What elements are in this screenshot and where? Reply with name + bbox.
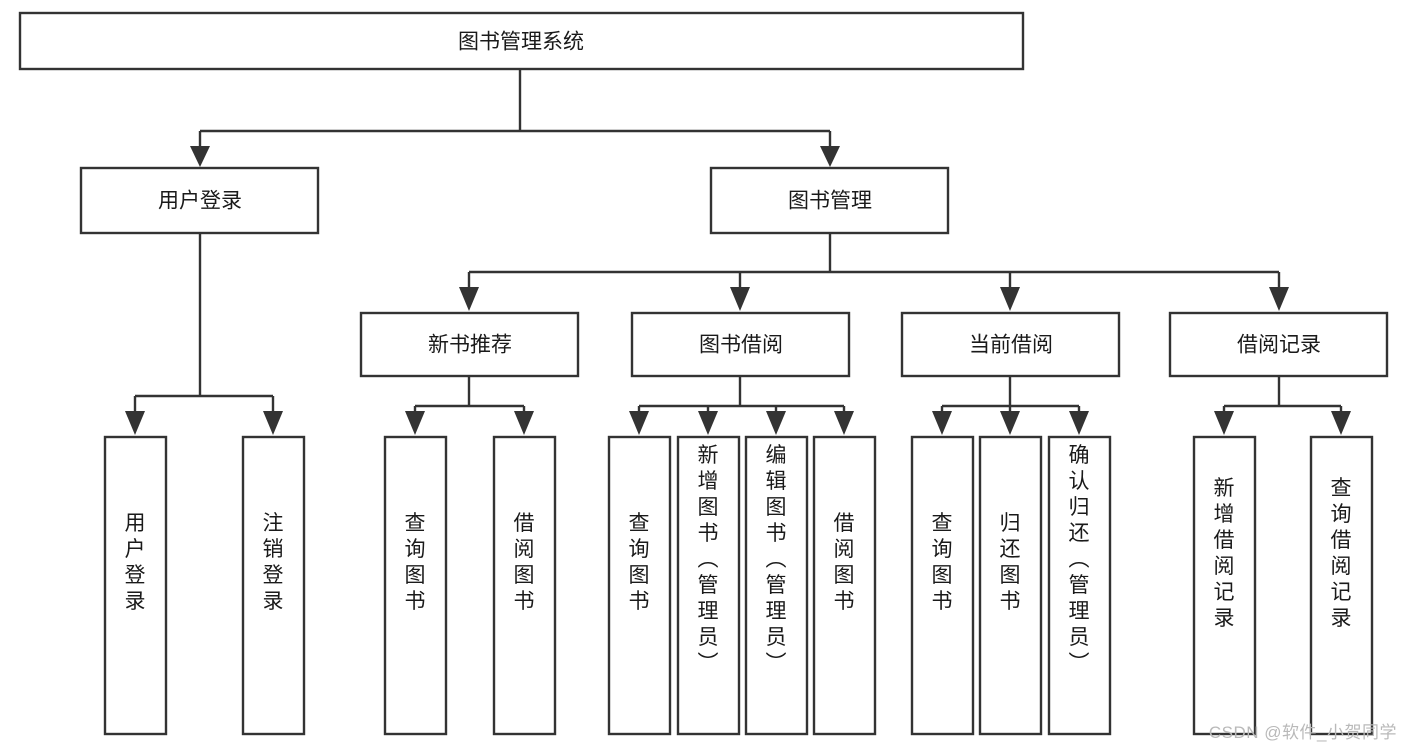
arrow-to-leaf-add-record [1214, 411, 1234, 435]
arrow-to-leaf-confirm-return [1069, 411, 1089, 435]
leaf-user-login-box[interactable] [103, 435, 168, 736]
node-book-borrow-box[interactable] [630, 311, 851, 378]
arrow-to-book-manage [820, 146, 840, 167]
node-user-login-box[interactable] [79, 166, 320, 235]
node-root[interactable]: 图书管理系统 [18, 11, 1025, 71]
arrow-to-new-book-recommend [459, 287, 479, 311]
connector-layer [125, 69, 1351, 435]
leaf-confirm-return-label: 确认归还︵管理员︶ [1069, 444, 1090, 675]
leaf-return-book[interactable]: 归还图书 [978, 435, 1043, 736]
leaf-add-book[interactable]: 新增图书︵管理员︶ [676, 435, 741, 736]
leaf-query-book-2-label: 查询图书 [629, 512, 650, 613]
node-new-book-recommend[interactable]: 新书推荐 [359, 311, 580, 378]
node-book-manage-label: 图书管理 [788, 190, 872, 213]
node-user-login-label: 用户登录 [158, 190, 242, 213]
node-new-book-recommend-box[interactable] [359, 311, 580, 378]
leaf-query-book-2[interactable]: 查询图书 [607, 435, 672, 736]
leaf-query-book-1[interactable]: 查询图书 [383, 435, 448, 736]
node-borrow-record-box[interactable] [1168, 311, 1389, 378]
arrow-to-user-login [190, 146, 210, 167]
leaf-query-book-1-box[interactable] [383, 435, 448, 736]
arrow-to-current-borrow [1000, 287, 1020, 311]
arrow-to-leaf-user-logout [263, 411, 283, 435]
leaf-add-record[interactable]: 新增借阅记录 [1192, 435, 1257, 736]
leaf-borrow-book-2-box[interactable] [812, 435, 877, 736]
leaf-borrow-book-1-box[interactable] [492, 435, 557, 736]
leaf-query-record-box[interactable] [1309, 435, 1374, 736]
node-current-borrow-box[interactable] [900, 311, 1121, 378]
leaf-user-logout-box[interactable] [241, 435, 306, 736]
connector-userlogin-to-leaves [133, 233, 275, 415]
leaf-query-book-3[interactable]: 查询图书 [910, 435, 975, 736]
arrow-to-leaf-edit-book [766, 411, 786, 435]
node-root-box[interactable] [18, 11, 1025, 71]
node-book-manage-box[interactable] [709, 166, 950, 235]
connector-bookborrow-to-leaves [637, 376, 846, 415]
leaf-user-logout-label: 注销登录 [263, 512, 284, 613]
connector-bookmanage-to-level3 [467, 233, 1281, 291]
arrow-to-leaf-add-book [698, 411, 718, 435]
leaf-query-book-3-box[interactable] [910, 435, 975, 736]
arrow-to-borrow-record [1269, 287, 1289, 311]
leaf-edit-book-label: 编辑图书︵管理员︶ [766, 444, 787, 675]
leaf-add-book-box[interactable] [676, 435, 741, 736]
connector-currentborrow-to-leaves [940, 376, 1081, 415]
leaf-user-login[interactable]: 用户登录 [103, 435, 168, 736]
leaf-borrow-book-2[interactable]: 借阅图书 [812, 435, 877, 736]
leaf-borrow-book-1-label: 借阅图书 [514, 512, 535, 613]
arrow-to-leaf-user-login [125, 411, 145, 435]
connector-root-to-level2 [198, 69, 832, 150]
leaf-return-book-label: 归还图书 [1000, 512, 1021, 613]
arrow-to-leaf-query-book-1 [405, 411, 425, 435]
leaf-query-book-3-label: 查询图书 [932, 512, 953, 613]
node-book-manage[interactable]: 图书管理 [709, 166, 950, 235]
node-book-borrow-label: 图书借阅 [699, 334, 783, 357]
leaf-query-book-1-label: 查询图书 [405, 512, 426, 613]
connector-borrowrecord-to-leaves [1222, 376, 1343, 415]
node-user-login[interactable]: 用户登录 [79, 166, 320, 235]
leaf-add-record-label: 新增借阅记录 [1214, 477, 1235, 630]
node-root-label: 图书管理系统 [458, 31, 584, 54]
leaf-query-record-label: 查询借阅记录 [1331, 477, 1352, 630]
csdn-watermark: CSDN @软件_小贺同学 [1208, 723, 1397, 742]
leaf-confirm-return[interactable]: 确认归还︵管理员︶ [1047, 435, 1112, 736]
leaf-edit-book[interactable]: 编辑图书︵管理员︶ [744, 435, 809, 736]
node-borrow-record[interactable]: 借阅记录 [1168, 311, 1389, 378]
leaf-user-logout[interactable]: 注销登录 [241, 435, 306, 736]
leaf-confirm-return-box[interactable] [1047, 435, 1112, 736]
leaf-query-book-2-box[interactable] [607, 435, 672, 736]
leaf-user-login-label: 用户登录 [125, 512, 146, 613]
leaf-add-record-box[interactable] [1192, 435, 1257, 736]
leaf-edit-book-box[interactable] [744, 435, 809, 736]
leaf-add-book-label: 新增图书︵管理员︶ [698, 444, 719, 675]
leaf-borrow-book-2-label: 借阅图书 [834, 512, 855, 613]
leaf-query-record[interactable]: 查询借阅记录 [1309, 435, 1374, 736]
leaf-return-book-box[interactable] [978, 435, 1043, 736]
arrow-to-leaf-borrow-book-2 [834, 411, 854, 435]
node-borrow-record-label: 借阅记录 [1237, 334, 1321, 357]
connector-recommend-to-leaves [413, 376, 526, 415]
node-current-borrow[interactable]: 当前借阅 [900, 311, 1121, 378]
arrow-to-leaf-query-book-3 [932, 411, 952, 435]
arrow-to-leaf-borrow-book-1 [514, 411, 534, 435]
arrow-to-leaf-query-record [1331, 411, 1351, 435]
arrow-to-leaf-return-book [1000, 411, 1020, 435]
node-book-borrow[interactable]: 图书借阅 [630, 311, 851, 378]
leaf-borrow-book-1[interactable]: 借阅图书 [492, 435, 557, 736]
node-new-book-recommend-label: 新书推荐 [428, 334, 512, 357]
arrow-to-book-borrow [730, 287, 750, 311]
arrow-to-leaf-query-book-2 [629, 411, 649, 435]
node-current-borrow-label: 当前借阅 [969, 334, 1053, 357]
